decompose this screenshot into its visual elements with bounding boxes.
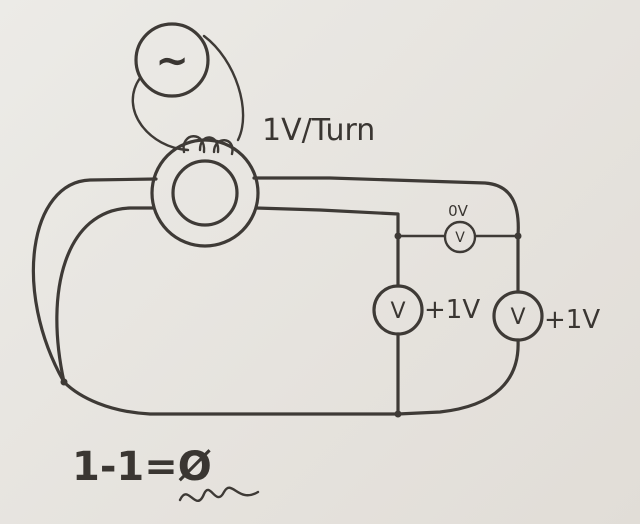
transformer-rating-label: 1V/Turn bbox=[262, 113, 375, 148]
junction-node bbox=[394, 410, 402, 418]
primary-winding-turn bbox=[198, 136, 220, 154]
toroid-core-outer bbox=[150, 138, 260, 248]
voltmeter-icon bbox=[492, 290, 544, 342]
outer-loop-wire bbox=[31, 177, 158, 384]
voltmeter-icon bbox=[443, 220, 477, 254]
source-lead-left bbox=[131, 76, 190, 152]
voltmeter-symbol: V bbox=[510, 305, 525, 330]
junction-node bbox=[394, 232, 402, 240]
voltmeter-reading: +1V bbox=[544, 305, 600, 335]
voltmeter-reading: +1V bbox=[424, 295, 480, 325]
primary-winding-turn bbox=[182, 135, 206, 154]
inner-loop-wire bbox=[55, 206, 156, 384]
outer-loop-wire bbox=[252, 176, 520, 238]
source-lead-right bbox=[202, 34, 245, 142]
voltmeter-symbol: V bbox=[390, 299, 405, 324]
primary-winding-turn bbox=[212, 139, 234, 156]
equation-label: 1-1=Ø bbox=[72, 444, 212, 490]
outer-loop-wire bbox=[62, 338, 520, 416]
voltmeter-reading: 0V bbox=[448, 202, 469, 220]
ground-squiggle-icon bbox=[178, 486, 260, 502]
inner-loop-wire bbox=[254, 206, 400, 288]
ac-source-icon bbox=[134, 22, 210, 98]
junction-node bbox=[514, 232, 522, 240]
junction-node bbox=[60, 378, 68, 386]
ac-source-symbol: ∼ bbox=[155, 38, 189, 84]
voltmeter-symbol: V bbox=[455, 230, 465, 246]
toroid-core-inner bbox=[171, 159, 239, 227]
voltmeter-icon bbox=[372, 284, 424, 336]
